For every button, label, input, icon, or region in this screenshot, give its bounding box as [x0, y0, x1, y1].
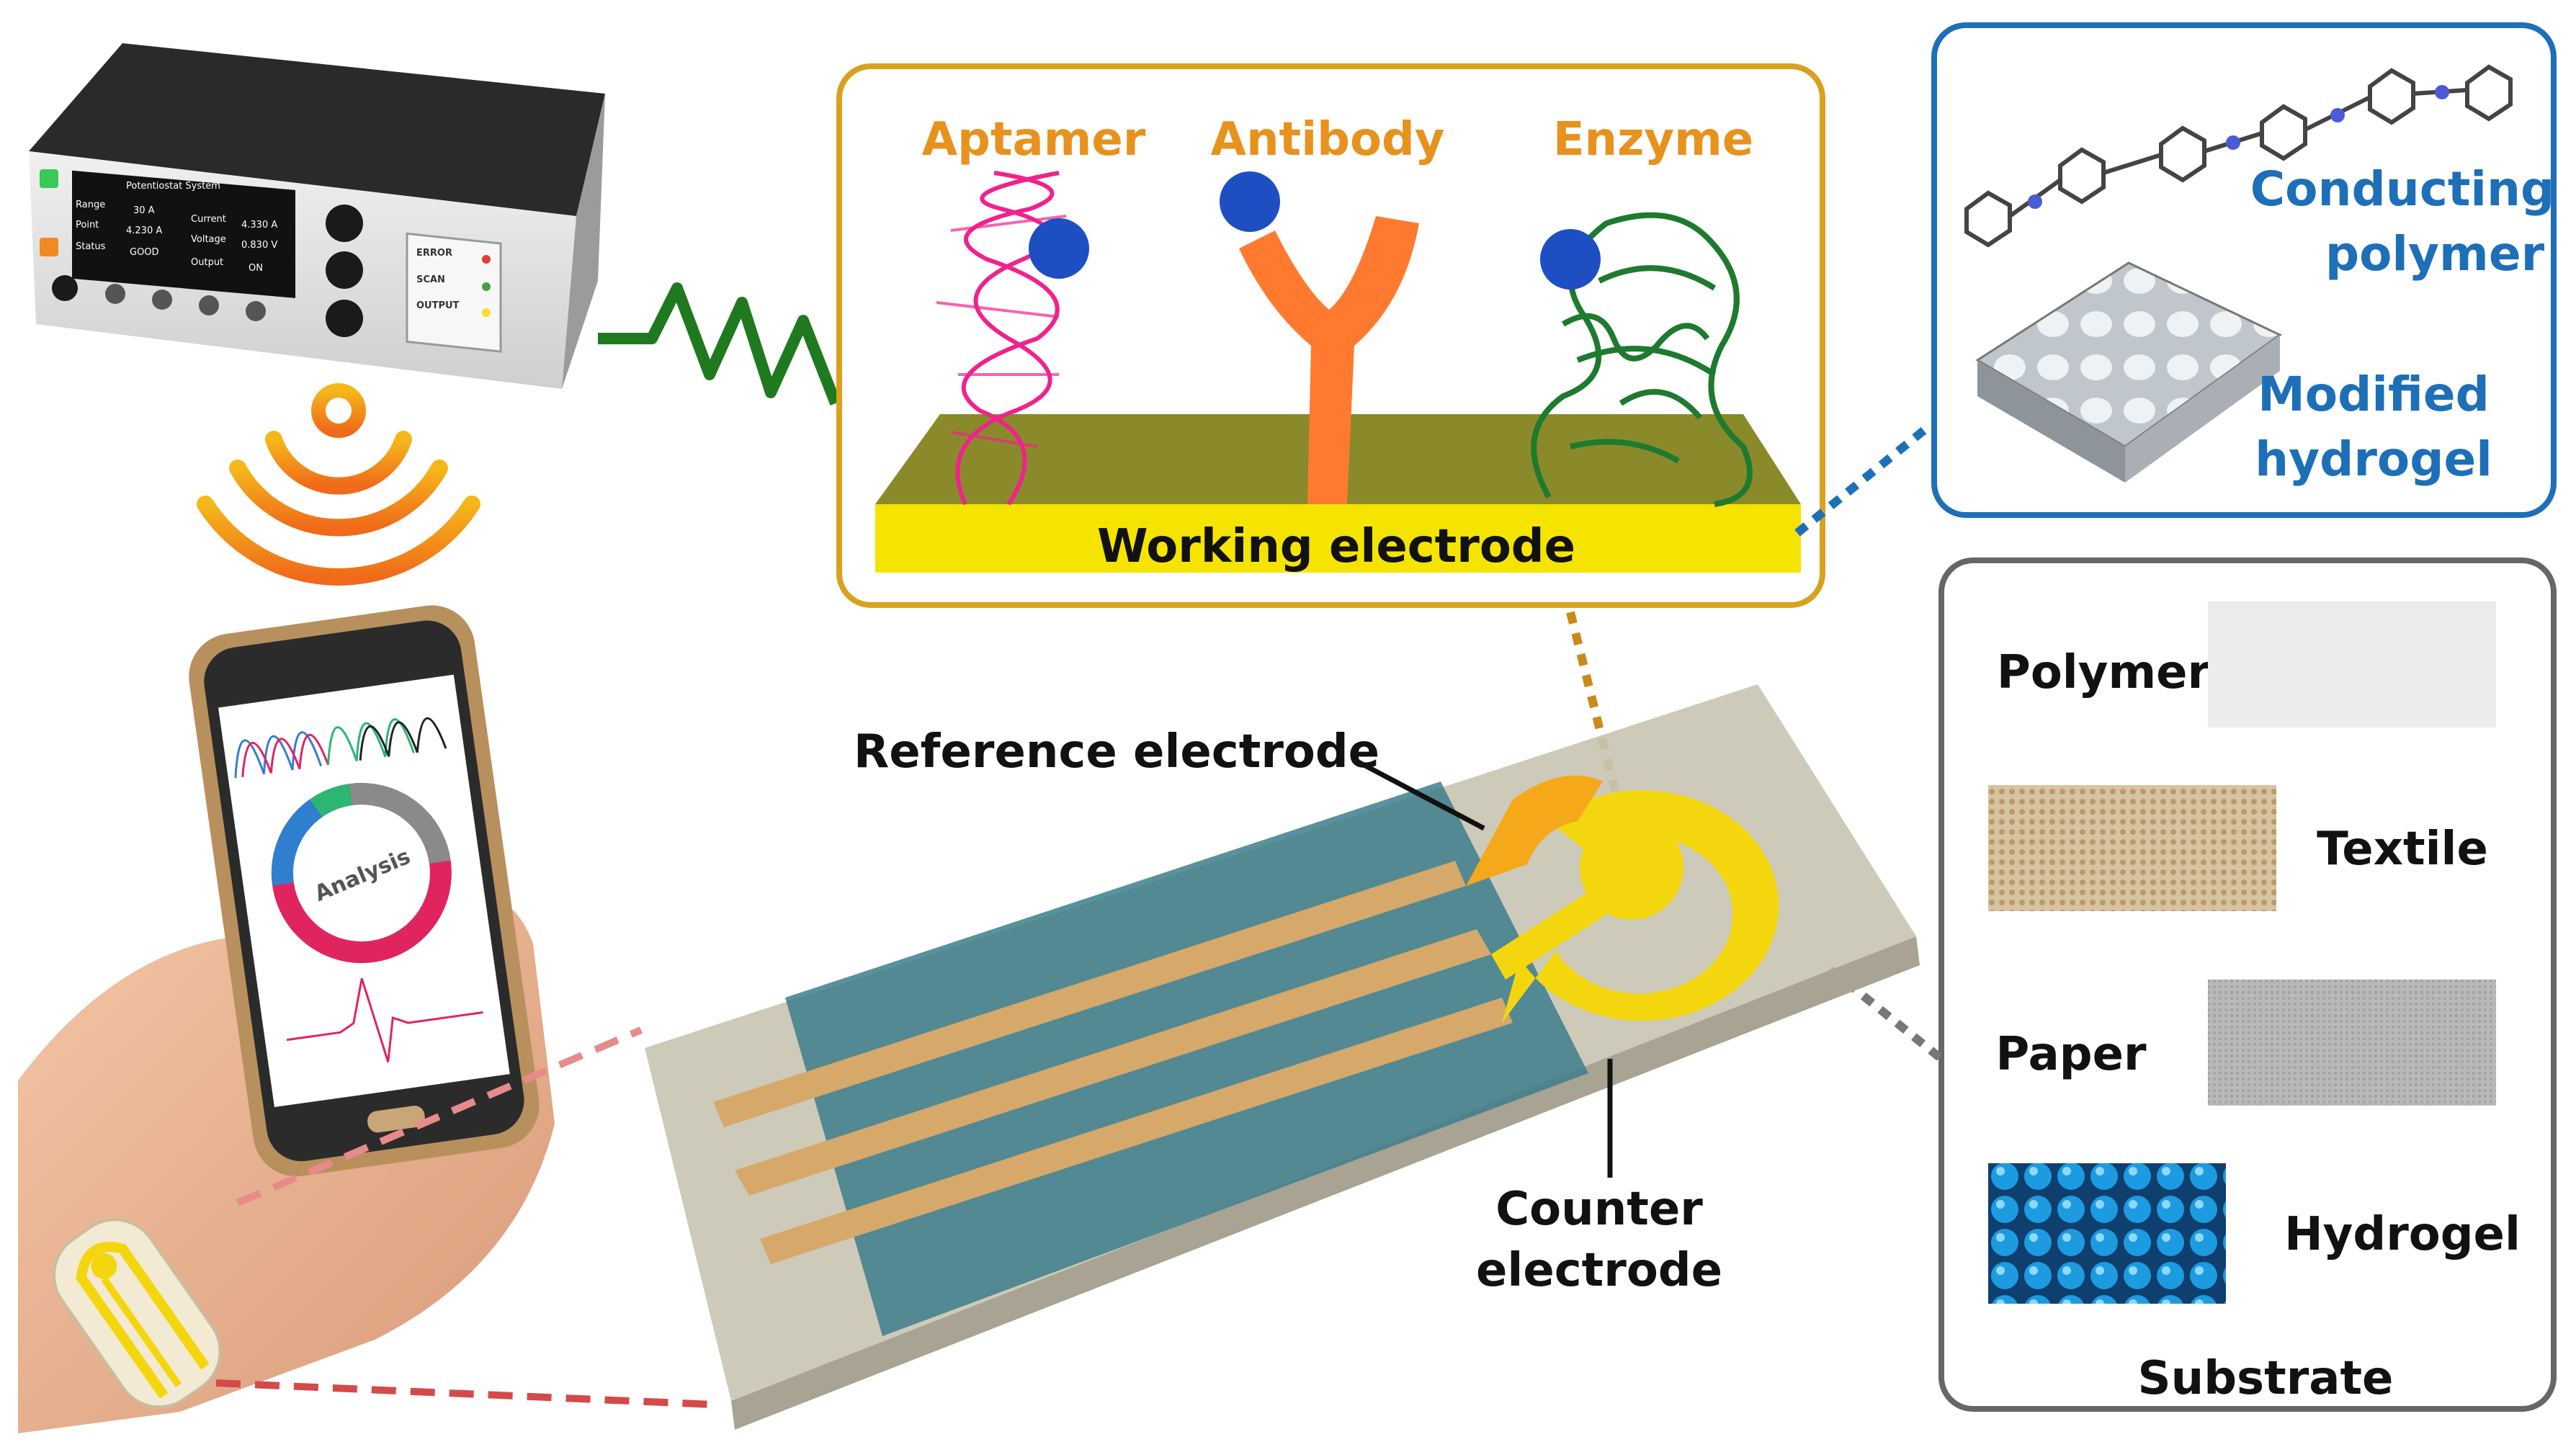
svg-text:Output: Output: [191, 257, 223, 268]
hydrogel-mesh-icon: [1975, 261, 2282, 483]
svg-text:GOOD: GOOD: [130, 247, 159, 258]
target-molecule-aptamer: [1029, 218, 1089, 279]
smartphone: Analysis: [189, 605, 540, 1177]
counter-electrode-label-2: electrode: [1476, 1244, 1722, 1297]
aptamer-label: Aptamer: [922, 113, 1146, 166]
svg-text:SCAN: SCAN: [416, 274, 445, 285]
svg-text:OUTPUT: OUTPUT: [416, 300, 460, 311]
working-electrode-disk: [1580, 816, 1683, 920]
signal-zigzag: [598, 282, 841, 406]
svg-text:4.330 A: 4.330 A: [241, 220, 277, 230]
conducting-polymer-label-1: Conducting: [2250, 161, 2555, 217]
potentiostat-indicator-panel: ERROR SCAN OUTPUT: [406, 232, 502, 353]
connector-modifier: [1794, 421, 1933, 537]
paper-swatch: [2208, 980, 2496, 1106]
status-led-icon: [40, 238, 58, 256]
svg-text:4.230 A: 4.230 A: [126, 225, 162, 236]
svg-text:Point: Point: [76, 220, 99, 230]
phone-screen: [218, 674, 510, 1108]
polymer-swatch: [2208, 601, 2496, 727]
antibody-molecule: [1239, 216, 1419, 504]
antibody-label: Antibody: [1211, 113, 1445, 166]
svg-text:ON: ON: [249, 263, 263, 274]
modified-hydrogel-label-1: Modified: [2258, 367, 2490, 422]
sensor-strip: [645, 684, 1920, 1430]
substrate-title: Substrate: [2138, 1352, 2394, 1405]
hydrogel-swatch: [1988, 1163, 2226, 1304]
target-molecule-enzyme: [1540, 229, 1601, 290]
target-molecule-antibody: [1220, 171, 1280, 232]
reference-pointer: [1353, 757, 1485, 831]
counter-electrode: [1502, 790, 1779, 1023]
wrist-sensor-patch: [52, 1218, 222, 1409]
substrate-textile-label: Textile: [2317, 823, 2488, 876]
svg-text:0.830 V: 0.830 V: [241, 240, 277, 251]
svg-text:ERROR: ERROR: [416, 248, 452, 259]
wireless-signal-icon: [197, 383, 480, 586]
svg-text:Range: Range: [76, 200, 105, 210]
conducting-polymer-label-2: polymer: [2325, 226, 2545, 282]
teal-insulation-layer: [785, 782, 1588, 1336]
zoom-lines: [215, 1026, 714, 1408]
knob-icons: [52, 205, 363, 337]
svg-text:Status: Status: [76, 241, 106, 252]
svg-text:30 A: 30 A: [133, 205, 155, 216]
svg-text:Potentiostat System: Potentiostat System: [126, 181, 220, 192]
svg-text:Current: Current: [191, 214, 226, 225]
svg-text:Voltage: Voltage: [191, 234, 226, 245]
textile-swatch: [1988, 785, 2276, 911]
substrate-hydrogel-label: Hydrogel: [2284, 1208, 2521, 1261]
reference-electrode: [1466, 775, 1603, 886]
ecg-trace: [286, 977, 483, 1062]
modified-hydrogel-label-2: hydrogel: [2255, 431, 2492, 487]
enzyme-label: Enzyme: [1553, 113, 1753, 166]
substrate-polymer-label: Polymer: [1997, 646, 2211, 699]
aptamer-molecule: [936, 171, 1067, 506]
home-button: [367, 1106, 425, 1133]
chromatogram-chart: [234, 717, 447, 779]
reference-electrode-label: Reference electrode: [854, 725, 1379, 779]
potentiostat-device: Potentiostat System Range 30 A Point 4.2…: [29, 43, 605, 389]
hand-with-phone: Analysis: [18, 605, 555, 1433]
power-led-icon: [40, 169, 58, 188]
substrate-paper-label: Paper: [1995, 1028, 2147, 1081]
enzyme-molecule: [1531, 212, 1753, 507]
counter-electrode-label-1: Counter: [1495, 1183, 1703, 1236]
working-electrode-label: Working electrode: [1097, 520, 1575, 573]
potentiostat-screen: Potentiostat System Range 30 A Point 4.2…: [76, 181, 277, 274]
polymer-atoms: [2028, 85, 2449, 209]
